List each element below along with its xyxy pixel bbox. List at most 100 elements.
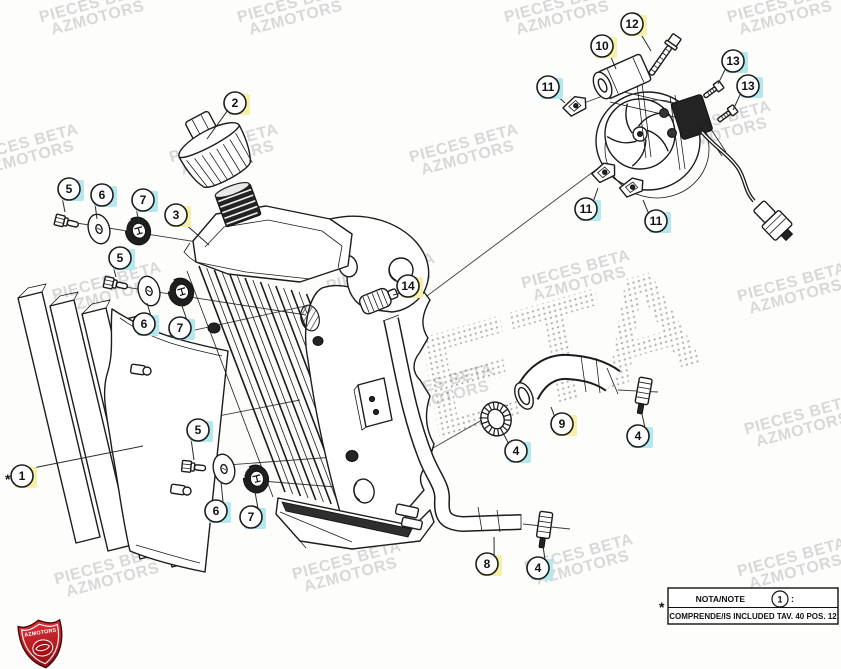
- callout-number: 5: [117, 251, 124, 265]
- callout-10[interactable]: 10: [590, 34, 617, 70]
- radiator-left-mount-hole: [207, 322, 221, 334]
- callout-circle: [536, 75, 560, 99]
- fastener-set: [53, 213, 152, 246]
- breather-fitting: [358, 287, 399, 315]
- callout-circle: [620, 12, 644, 36]
- logo-text: AZMOTORS: [24, 628, 57, 639]
- callout-number: 14: [401, 279, 415, 293]
- callout-4[interactable]: 4: [502, 432, 531, 463]
- grille-mount-peg: [169, 483, 192, 496]
- callout-7[interactable]: 7: [131, 188, 158, 223]
- watermark-text: PIECES BETAAZMOTORS: [0, 121, 84, 181]
- callout-5[interactable]: 5: [186, 418, 213, 461]
- callout-13[interactable]: 13: [732, 74, 763, 111]
- hose-clamp-screw: [634, 376, 653, 415]
- callout-circle: [90, 183, 114, 207]
- washer: [87, 213, 111, 245]
- radiator-filler-neck: [214, 181, 262, 228]
- bracket-slot-hatched: [300, 304, 320, 332]
- fan-mount-clip: [618, 177, 644, 198]
- grille-side-flange: [103, 308, 229, 573]
- callout-leader-line: [550, 406, 556, 417]
- radiator-small-bracket: [353, 377, 393, 431]
- callout-5[interactable]: 5: [57, 177, 84, 213]
- callout-12[interactable]: 12: [620, 12, 652, 52]
- radiator-left-strip: [186, 265, 286, 498]
- callout-leader-line: [206, 109, 229, 140]
- washer: [212, 453, 236, 485]
- fan-bolt: [648, 33, 682, 76]
- footnote-asterisk: *: [5, 471, 11, 487]
- callout-number: 5: [66, 182, 73, 196]
- azmotors-logo: AZMOTORS: [17, 618, 63, 669]
- callout-number: 13: [726, 54, 740, 68]
- fan-screw: [717, 104, 739, 123]
- callout-leader-line: [542, 545, 546, 561]
- callout-6[interactable]: 6: [204, 481, 231, 523]
- callout-leader-line: [220, 481, 224, 504]
- fastener-set: [180, 453, 270, 494]
- radiator: [183, 181, 435, 550]
- note-title: NOTA/NOTE: [696, 594, 746, 604]
- watermark-text: PIECES BETAAZMOTORS: [37, 0, 154, 41]
- callout-number: 9: [559, 417, 566, 431]
- callout-11[interactable]: 11: [574, 187, 601, 221]
- callout-number: 7: [177, 321, 184, 335]
- bracket-hole-small: [345, 450, 359, 462]
- callout-8[interactable]: 8: [475, 536, 502, 576]
- callout-1[interactable]: 1: [10, 445, 144, 488]
- hose-clamp-screw: [535, 510, 554, 549]
- radiator-tank: [192, 205, 353, 283]
- callout-2[interactable]: 2: [206, 91, 250, 140]
- callout-number: 5: [195, 423, 202, 437]
- callout-circle: [223, 91, 247, 115]
- callout-13[interactable]: 13: [717, 49, 748, 85]
- callout-6[interactable]: 6: [90, 183, 117, 220]
- callout-circle: [526, 556, 550, 580]
- callout-number: 1: [19, 469, 26, 483]
- callout-leader-line: [717, 67, 727, 85]
- callout-circle: [550, 412, 574, 436]
- callout-leader-line: [29, 445, 144, 470]
- fan-mount-clip: [562, 96, 587, 117]
- callout-7[interactable]: 7: [239, 491, 266, 529]
- callout-circle: [626, 424, 650, 448]
- mount-bolt: [102, 275, 129, 290]
- callout-5[interactable]: 5: [108, 246, 135, 278]
- callout-leader-line: [592, 187, 599, 202]
- callout-number: 6: [141, 317, 148, 331]
- rubber-grommet: [242, 464, 270, 494]
- callout-circle: [396, 274, 420, 298]
- callout-number: 4: [535, 561, 542, 575]
- callout-circle: [590, 34, 614, 58]
- watermark-text: PIECES BETAAZMOTORS: [742, 393, 841, 453]
- callout-11[interactable]: 11: [536, 75, 566, 104]
- callout-4[interactable]: 4: [526, 545, 553, 580]
- mount-bolt: [180, 459, 207, 473]
- callout-leader-line: [502, 432, 510, 445]
- callout-leader-line: [732, 92, 742, 111]
- callout-3[interactable]: 3: [164, 203, 210, 246]
- fastener-set: [102, 275, 195, 307]
- callout-circle: [164, 203, 188, 227]
- callout-11[interactable]: 11: [642, 199, 671, 233]
- callout-7[interactable]: 7: [168, 302, 195, 340]
- callout-4[interactable]: 4: [626, 413, 653, 448]
- callout-number: 4: [635, 429, 642, 443]
- radiator-bottom-tank: [275, 497, 435, 550]
- callout-9[interactable]: 9: [550, 406, 577, 436]
- callout-circle: [204, 499, 228, 523]
- callout-number: 3: [173, 208, 180, 222]
- callout-14[interactable]: 14: [392, 274, 423, 298]
- callout-6[interactable]: 6: [132, 302, 159, 336]
- fan-mount-bracket: [659, 94, 727, 157]
- callout-number: 7: [248, 510, 255, 524]
- callout-circle: [132, 312, 156, 336]
- callout-number: 11: [542, 80, 555, 94]
- callout-circle: [475, 552, 499, 576]
- callout-leader-line: [254, 491, 259, 510]
- callout-circle: [736, 74, 760, 98]
- radiator-hose-elbow: [514, 353, 621, 410]
